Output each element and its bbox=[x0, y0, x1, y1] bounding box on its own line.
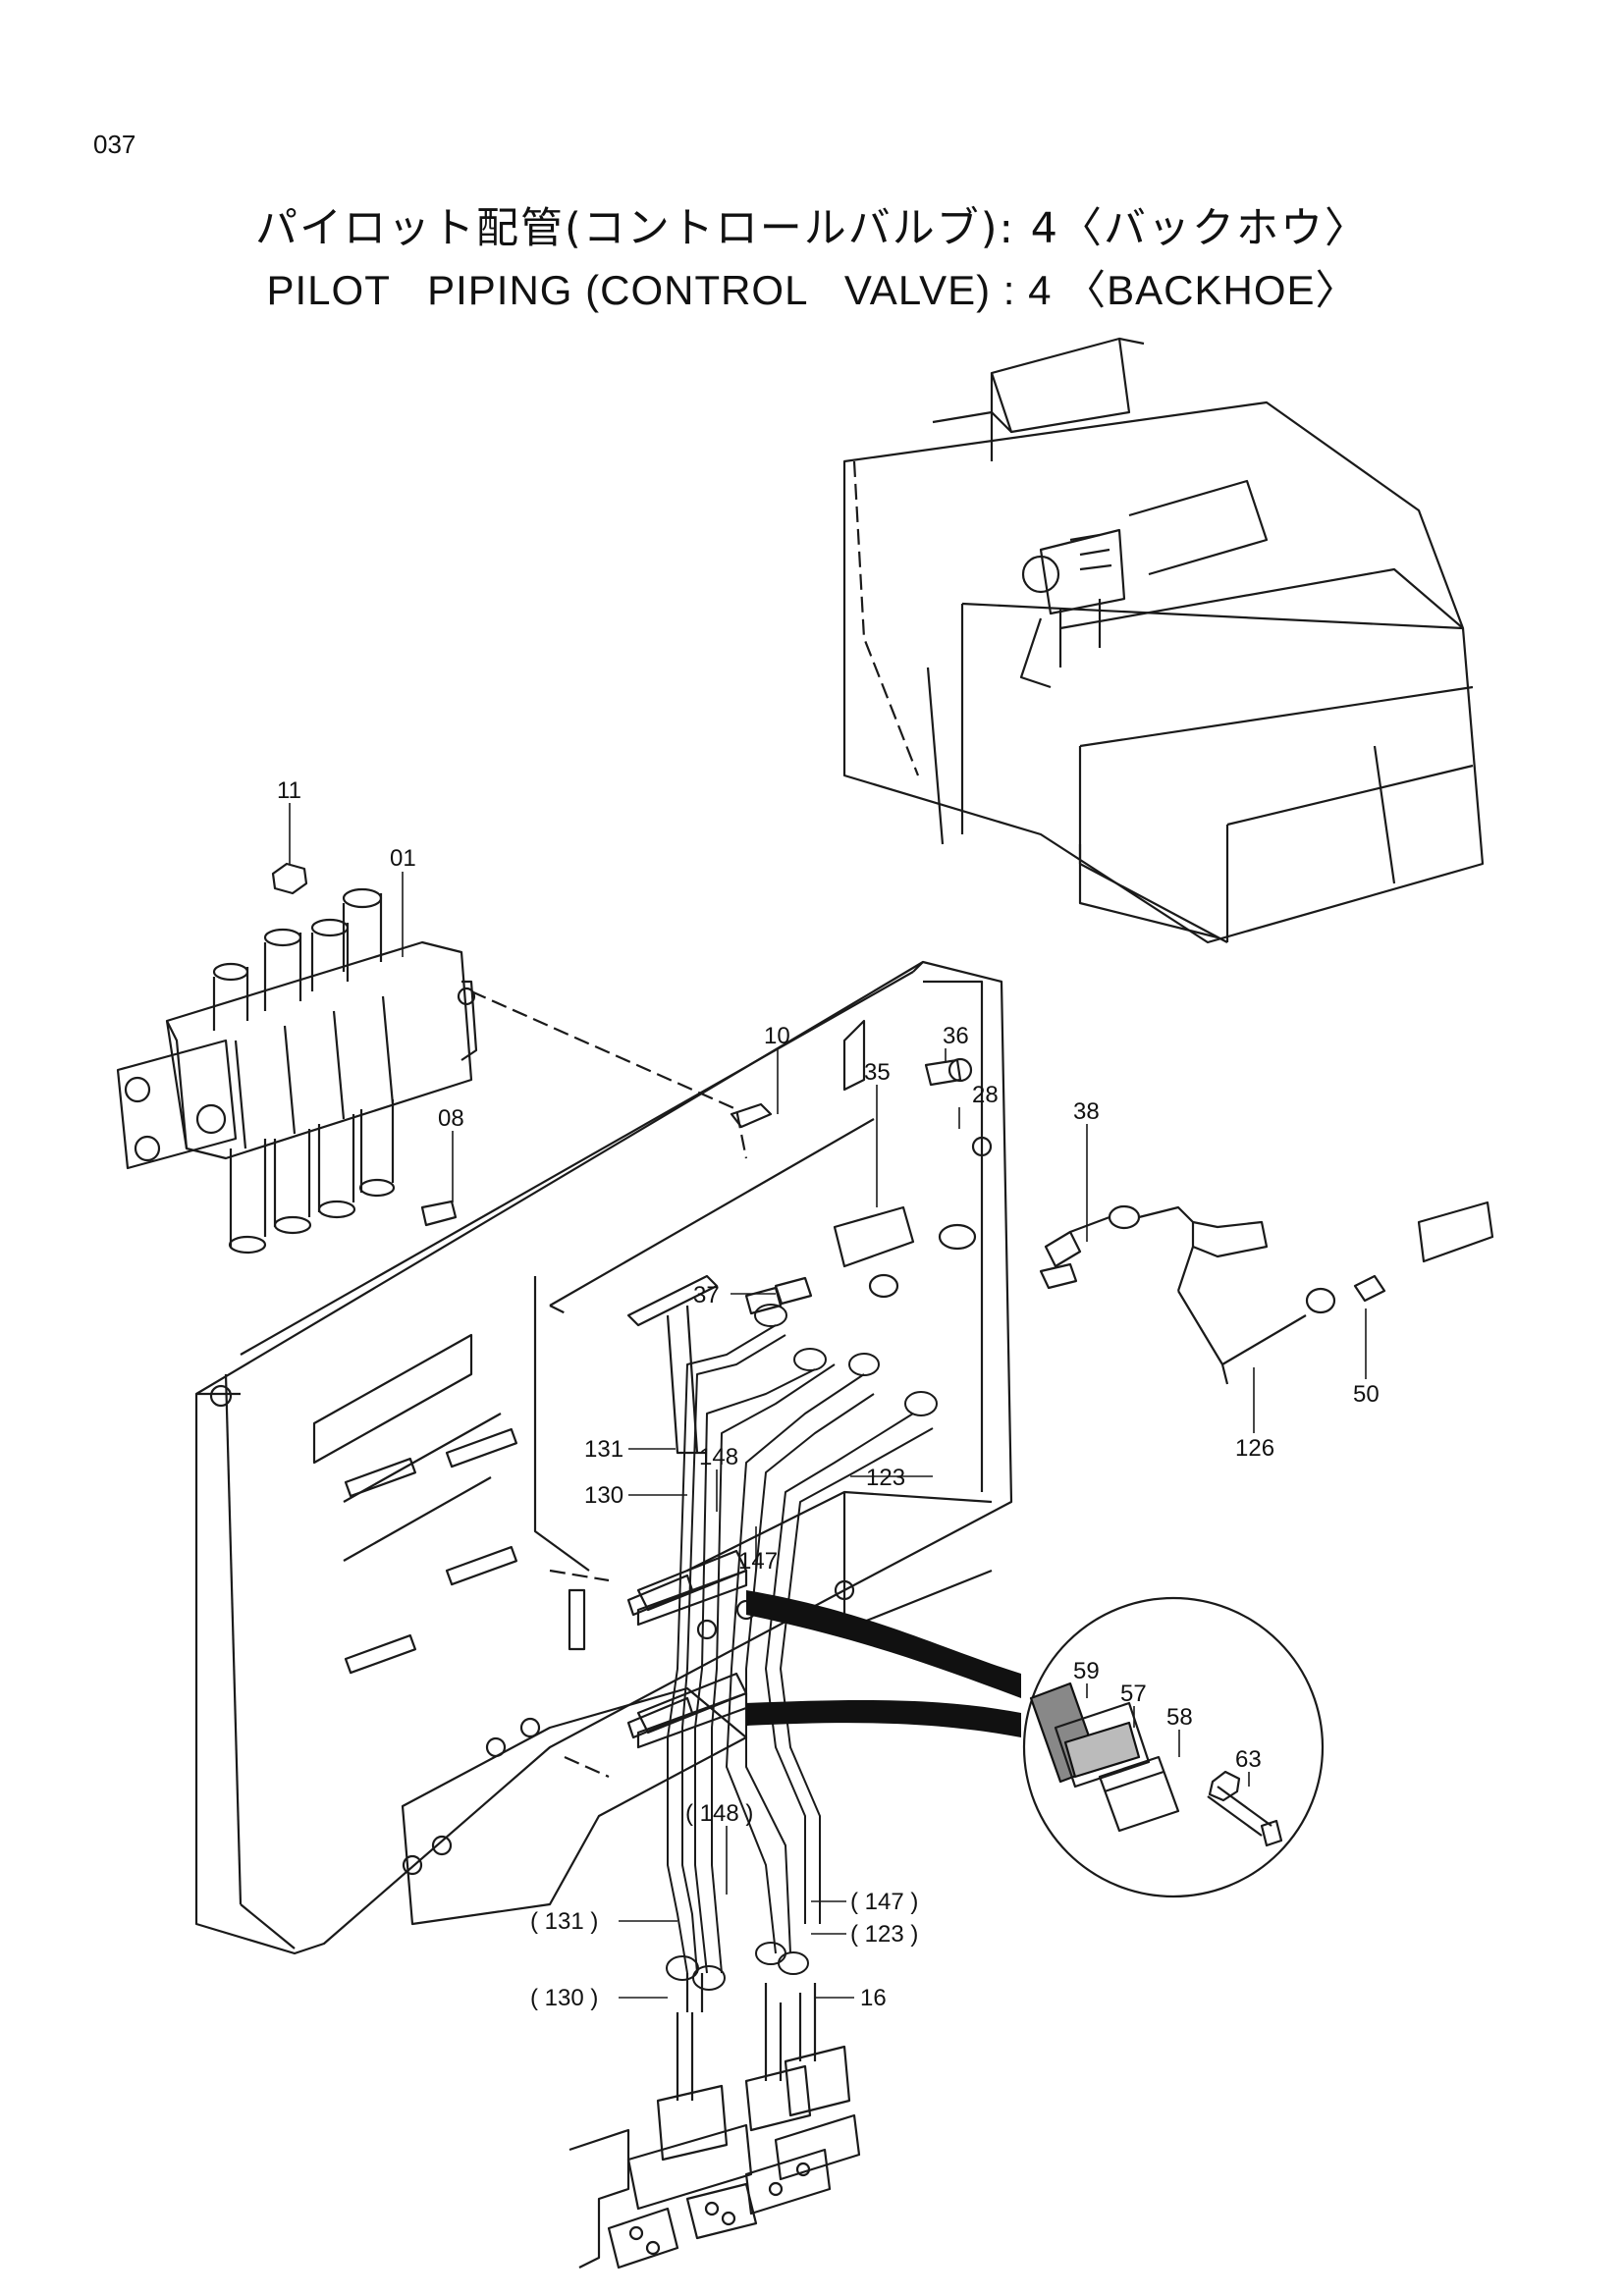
callout-01: 01 bbox=[390, 845, 416, 872]
mounting-frame bbox=[194, 960, 1013, 1955]
callout-131: 131 bbox=[584, 1436, 623, 1463]
callout-37: 37 bbox=[693, 1282, 720, 1308]
detail-leader-band bbox=[746, 1700, 1021, 1737]
control-valve-assembly bbox=[116, 862, 478, 1255]
callout-11: 11 bbox=[277, 777, 301, 804]
callout-148-ref: ( 148 ) bbox=[685, 1800, 753, 1827]
callout-38: 38 bbox=[1073, 1098, 1100, 1125]
callout-58: 58 bbox=[1166, 1704, 1193, 1731]
callout-147: 147 bbox=[738, 1548, 778, 1575]
callout-148: 148 bbox=[699, 1444, 738, 1470]
callout-10: 10 bbox=[764, 1023, 790, 1049]
callout-08: 08 bbox=[438, 1105, 464, 1132]
callout-labels: 11 01 10 36 28 08 35 38 37 50 126 131 14… bbox=[277, 777, 1380, 2011]
callout-16: 16 bbox=[860, 1985, 887, 2011]
callout-147-ref: ( 147 ) bbox=[850, 1889, 918, 1915]
callout-35: 35 bbox=[864, 1059, 891, 1086]
callout-leaders bbox=[289, 803, 1367, 1999]
callout-36: 36 bbox=[943, 1023, 969, 1049]
title-japanese: パイロット配管(コントロールバルブ): 4〈バックホウ〉 bbox=[254, 204, 1370, 253]
detail-circle bbox=[1022, 1596, 1325, 1898]
hose-clamps bbox=[626, 1549, 748, 1749]
callout-126: 126 bbox=[1235, 1435, 1274, 1462]
callout-50: 50 bbox=[1353, 1381, 1380, 1408]
title-english: PILOT PIPING (CONTROL VALVE) : 4 〈BACKHO… bbox=[266, 267, 1358, 313]
callout-131-ref: ( 131 ) bbox=[530, 1908, 598, 1935]
callout-130-ref: ( 130 ) bbox=[530, 1985, 598, 2011]
machine-body-illustration bbox=[842, 337, 1485, 944]
callout-28: 28 bbox=[972, 1082, 999, 1108]
callout-123: 123 bbox=[866, 1465, 905, 1491]
callout-123-ref: ( 123 ) bbox=[850, 1921, 918, 1948]
fittings bbox=[420, 1057, 1494, 1385]
callout-59: 59 bbox=[1073, 1658, 1100, 1684]
lower-valve-blocks bbox=[568, 1973, 861, 2269]
page-number: 037 bbox=[93, 130, 136, 159]
callout-63: 63 bbox=[1235, 1746, 1262, 1773]
callout-130: 130 bbox=[584, 1482, 623, 1509]
callout-57: 57 bbox=[1120, 1681, 1147, 1707]
detail-leader-band bbox=[746, 1590, 1021, 1698]
